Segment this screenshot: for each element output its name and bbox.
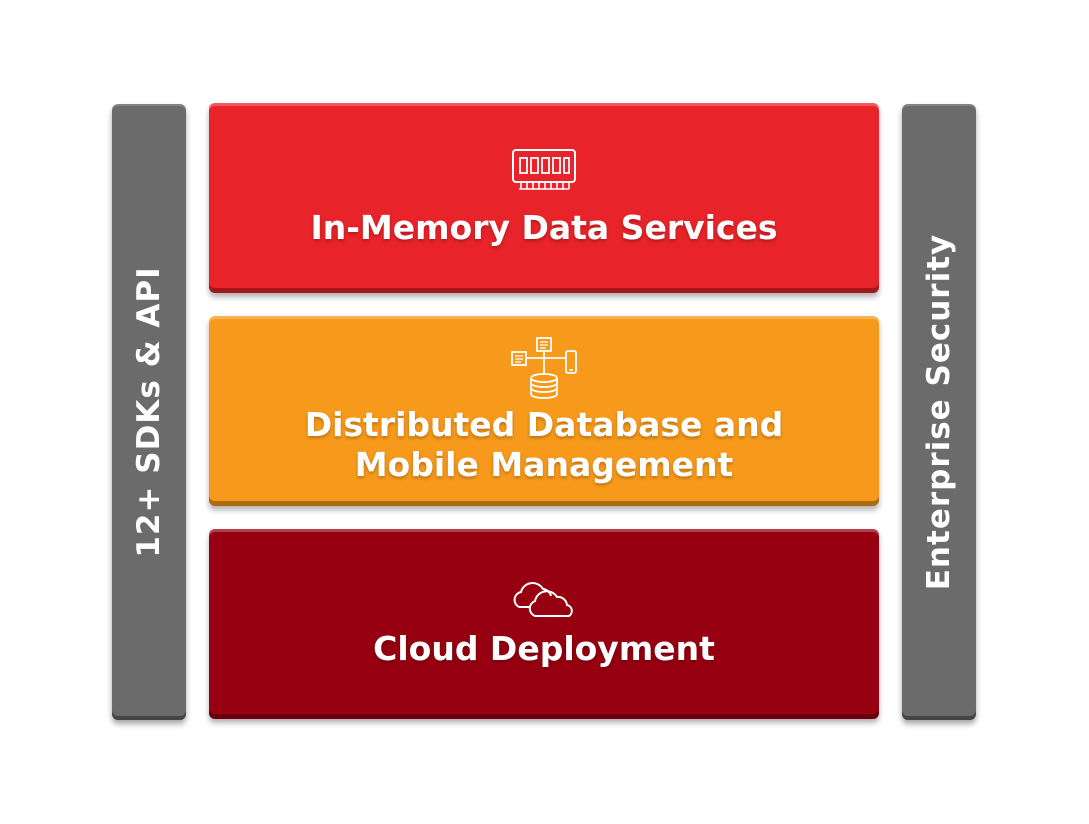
database-mobile-icon [511,337,577,399]
distributed-database-title-line1: Distributed Database and [304,405,784,444]
distributed-database-title-line2: Mobile Management [354,445,734,484]
enterprise-security-pillar: Enterprise Security [902,104,976,720]
sdk-api-label: 12+ SDKs & API [131,266,167,558]
in-memory-data-services-title: In-Memory Data Services [310,208,778,247]
cloud-icon [513,582,573,617]
cloud-deployment-layer: Cloud Deployment [209,529,879,719]
in-memory-data-services-layer: In-Memory Data Services [209,103,879,293]
memory-chip-icon [512,149,576,190]
sdk-api-pillar: 12+ SDKs & API [112,104,186,720]
distributed-database-layer: Distributed Database and Mobile Manageme… [209,316,879,506]
enterprise-security-label: Enterprise Security [921,233,957,591]
distributed-database-title: Distributed Database and Mobile Manageme… [209,405,879,485]
cloud-deployment-title: Cloud Deployment [373,629,715,668]
